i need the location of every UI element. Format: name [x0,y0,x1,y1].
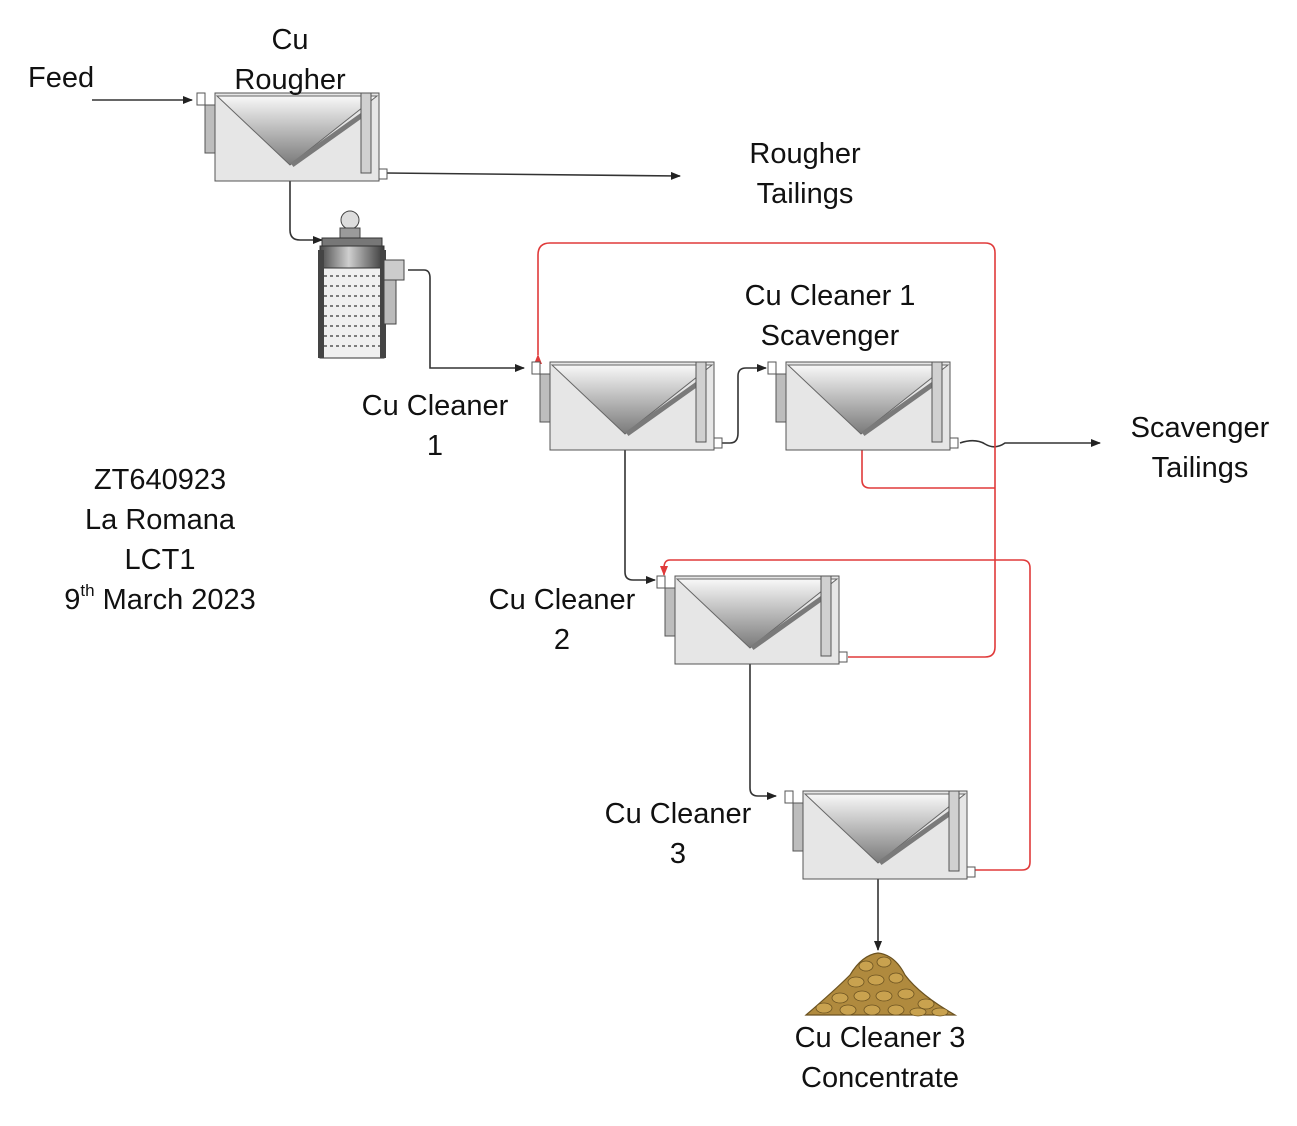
rougher-tailings-stream [385,171,681,180]
sample-id: ZT640923 [93,464,227,496]
cu-cleaner-2-cell [656,575,848,665]
sample-date: 9th March 2023 [64,581,256,616]
sample-site: La Romana [85,504,235,536]
concentrate-pile-icon [804,952,958,1017]
cu-cleaner-1-cell [531,361,723,451]
scavenger-tailings-stream [959,439,1101,448]
cu-cleaner-3-cell [784,790,976,880]
cleaner3-tailings-recycle [660,559,1031,871]
rougher-to-column-stream [289,165,323,244]
cleaner2-to-cleaner3-stream [749,647,777,800]
cleaner1-to-scavenger-stream [718,364,767,444]
column-flotation-cell [318,210,405,359]
cleaner1-to-cleaner2-stream [624,433,656,584]
scavenger-concentrate-recycle [861,433,995,489]
feed-label: Feed [28,62,95,94]
cleaner1-recycle-top [534,242,996,658]
sample-info-block: ZT640923 La Romana LCT1 9th March 2023 [20,460,300,620]
sample-test: LCT1 [124,544,196,576]
column-to-cleaner1-stream [408,269,525,372]
cu-rougher-cell [196,92,388,182]
cu-cleaner-1-scavenger-cell [767,361,959,451]
